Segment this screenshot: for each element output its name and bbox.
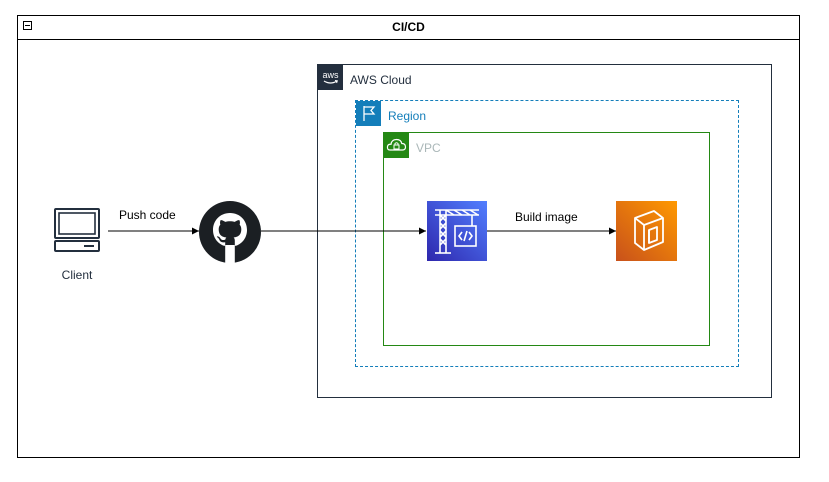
- vpc-cloud-lock-icon: [384, 133, 409, 158]
- aws-cloud-label: AWS Cloud: [350, 73, 412, 87]
- collapse-icon[interactable]: [23, 21, 32, 30]
- ecr-icon[interactable]: [616, 201, 677, 261]
- github-icon[interactable]: [199, 201, 261, 263]
- client-label: Client: [61, 268, 93, 282]
- codebuild-icon[interactable]: [427, 201, 487, 261]
- vpc-label: VPC: [416, 141, 441, 155]
- ci-cd-pool: CI/CD: [17, 15, 800, 458]
- region-group: Region: [355, 100, 739, 367]
- region-label: Region: [388, 109, 427, 123]
- push-code-label: Push code: [119, 208, 176, 222]
- build-image-label: Build image: [515, 210, 578, 224]
- region-flag-icon: [356, 101, 381, 126]
- client-computer-icon[interactable]: [52, 206, 102, 256]
- svg-text:aws: aws: [322, 70, 339, 80]
- pool-header: CI/CD: [18, 16, 799, 40]
- pool-title: CI/CD: [392, 20, 425, 34]
- vpc-group: VPC: [383, 132, 710, 346]
- aws-logo-icon: aws: [318, 65, 343, 90]
